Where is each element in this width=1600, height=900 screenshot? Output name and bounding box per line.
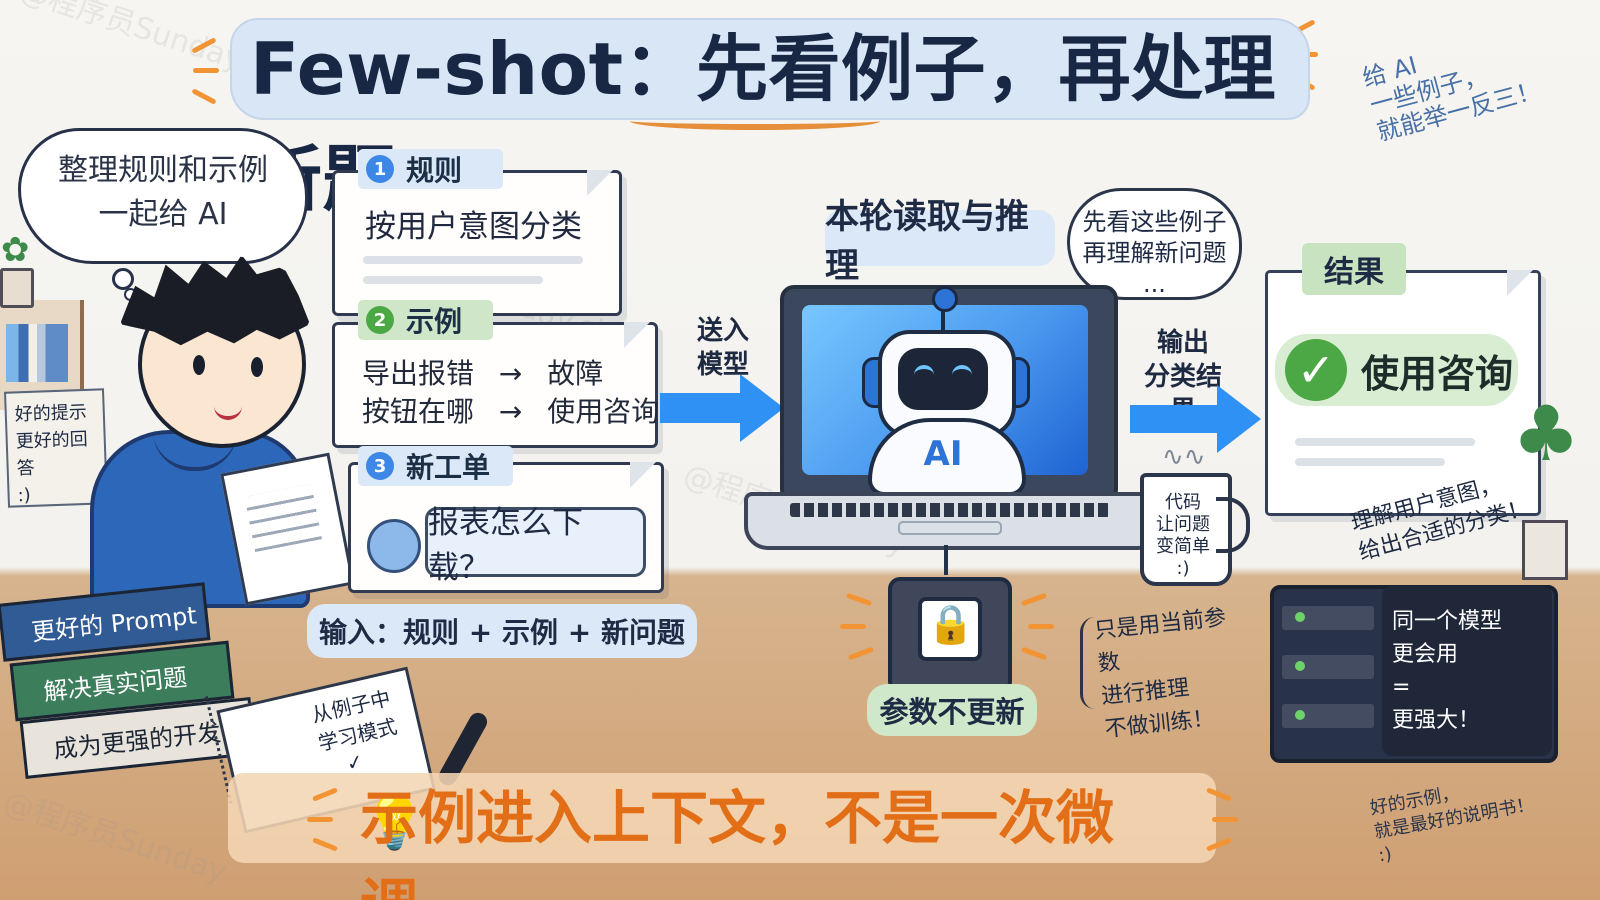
card-fold: [1507, 270, 1533, 296]
page-title: Few-shot：先看例子，再处理新题: [250, 27, 1276, 221]
example-left: 导出报错: [362, 357, 475, 390]
output-arrow-body: [1130, 405, 1222, 433]
rule-card: [332, 170, 622, 316]
note-brace: [1080, 617, 1095, 709]
send-arrow-body: [660, 393, 742, 423]
chip-glow: [1028, 624, 1054, 629]
shelf-books: [6, 324, 68, 382]
title-spark-left: [191, 37, 221, 110]
paper-lines: [244, 484, 324, 560]
robot-left-eye: [914, 365, 934, 379]
plant-icon: ♣: [1512, 389, 1581, 478]
robot-antenna: [941, 295, 945, 330]
person-left-eye: [193, 355, 205, 375]
chip-glow: [845, 592, 873, 607]
placeholder-line: [363, 256, 583, 264]
bottom-banner: [228, 773, 1216, 863]
result-main: ✓ 使用咨询: [1275, 334, 1518, 406]
right-arrow-icon: →: [498, 357, 523, 390]
new-question-box: 报表怎么下载？: [425, 505, 646, 586]
robot-antenna-ball: [932, 286, 958, 312]
chip-glow: [1020, 592, 1048, 607]
number-two-icon: 2: [366, 306, 394, 334]
title-underline: [630, 112, 880, 130]
corner-note: 好的示例， 就是最好的说明书！ :): [1368, 782, 1536, 867]
example-left: 按钮在哪: [362, 395, 475, 428]
person-mouth: [214, 398, 242, 420]
user-avatar-icon: [367, 519, 421, 573]
top-right-note: 给 AI 一些例子， 就能举一反三！: [1359, 51, 1544, 147]
example-right: 故障: [547, 357, 604, 390]
robot-right-eye: [952, 365, 972, 379]
thought-bubble: 先看这些例子 再理解新问题 ...: [1067, 188, 1242, 300]
person-right-eye: [251, 357, 263, 377]
result-chip: 结果: [1302, 243, 1406, 295]
server-face: [1382, 586, 1552, 756]
coffee-mug-handle: [1216, 497, 1250, 553]
server-light: [1295, 612, 1305, 622]
steam-icon: ∿∿: [1162, 442, 1206, 472]
check-icon: ✓: [1285, 339, 1347, 401]
bottom-text: 示例进入上下文，不是一次微调。: [360, 784, 1115, 900]
rule-chip-label: 规则: [406, 154, 463, 187]
title-background: [230, 18, 1310, 120]
rule-text: 按用户意图分类: [365, 209, 582, 245]
laptop-keyboard: [790, 503, 1110, 517]
new-ticket-chip: 3 新工单: [358, 446, 513, 486]
bubble-tail-dot: [112, 268, 134, 290]
rule-chip: 1 规则: [358, 149, 503, 189]
new-ticket-chip-label: 新工单: [406, 451, 491, 484]
server-light: [1295, 710, 1305, 720]
card-fold: [587, 170, 613, 196]
robot-label: AI: [923, 434, 963, 474]
input-label: 输入：规则 + 示例 + 新问题: [307, 604, 697, 658]
bottom-spark: [1212, 817, 1238, 822]
plant-pot: [0, 268, 34, 308]
bottom-spark: [307, 817, 333, 822]
chip-glow: [840, 624, 866, 629]
number-one-icon: 1: [366, 155, 394, 183]
card-fold: [630, 462, 656, 488]
param-note: 只是用当前参数 进行推理 不做训练！: [1093, 605, 1228, 743]
examples-chip-label: 示例: [406, 305, 463, 338]
chip-glow: [847, 646, 875, 661]
speech-bubble: 整理规则和示例 一起给 AI: [18, 128, 308, 264]
param-label: 参数不更新: [867, 684, 1037, 736]
plant-icon: ✿: [1, 230, 30, 270]
robot-face: [898, 348, 988, 410]
processor-core: [918, 597, 982, 661]
example-right: 使用咨询: [547, 395, 660, 428]
chip-connector: [944, 545, 948, 575]
mug-text: 代码 让问题变简单 :): [1156, 492, 1210, 579]
plant-pot: [1522, 520, 1568, 580]
right-arrow-icon: [740, 374, 784, 442]
server-light: [1295, 661, 1305, 671]
placeholder-line: [1295, 458, 1445, 466]
server-note: 同一个模型 更会用 = 更强大！: [1392, 609, 1503, 733]
number-three-icon: 3: [366, 452, 394, 480]
laptop-trackpad: [898, 521, 1002, 535]
lock-icon: 🔒: [927, 602, 975, 646]
right-arrow-icon: [1217, 385, 1261, 453]
example-row: 导出报错 → 故障: [362, 352, 603, 392]
right-arrow-icon: →: [498, 395, 523, 428]
examples-chip: 2 示例: [358, 300, 493, 340]
reading-label: 本轮读取与推理: [825, 197, 1055, 286]
result-text: 使用咨询: [1361, 351, 1514, 396]
chip-glow: [1020, 646, 1048, 661]
hoodie-hood: [153, 425, 237, 471]
check-mark: ✓: [344, 748, 366, 776]
placeholder-line: [1295, 438, 1475, 446]
placeholder-line: [363, 276, 543, 284]
card-fold: [624, 322, 650, 348]
watermark: @程序员Sunday: [0, 784, 231, 890]
example-row: 按钮在哪 → 使用咨询: [362, 390, 659, 430]
